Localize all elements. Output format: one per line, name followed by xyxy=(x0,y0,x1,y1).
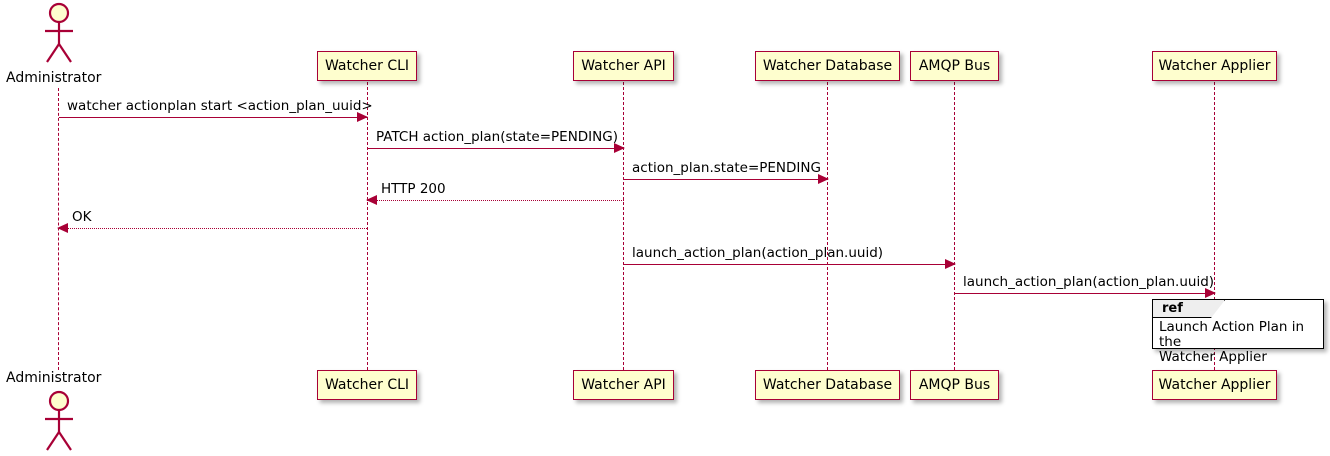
participant-amqp-bus-bottom[interactable]: AMQP Bus xyxy=(910,370,999,400)
participant-watcher-cli-bottom[interactable]: Watcher CLI xyxy=(317,370,417,400)
actor-stick-figure-icon xyxy=(45,2,73,63)
arrowhead-right-icon xyxy=(357,112,368,122)
ref-fragment-tab-label: ref xyxy=(1162,301,1183,316)
lifeline-amqp-bus xyxy=(954,82,955,370)
ref-fragment-body-line-2: Watcher Applier xyxy=(1159,349,1267,365)
message-label: OK xyxy=(72,208,92,225)
participant-watcher-api-bottom[interactable]: Watcher API xyxy=(573,370,674,400)
message-line xyxy=(624,264,955,265)
message-line xyxy=(624,179,828,180)
actor-label-administrator-bottom: Administrator xyxy=(6,370,102,386)
message-line xyxy=(58,228,367,229)
lifeline-watcher-applier xyxy=(1214,82,1215,370)
arrowhead-right-icon xyxy=(614,143,625,153)
participant-label: Watcher Applier xyxy=(1158,377,1271,393)
message-label: watcher actionplan start <action_plan_uu… xyxy=(67,97,373,114)
participant-watcher-applier-bottom[interactable]: Watcher Applier xyxy=(1152,370,1277,400)
lifeline-watcher-api xyxy=(623,82,624,370)
participant-label: Watcher CLI xyxy=(324,377,410,393)
message-label: PATCH action_plan(state=PENDING) xyxy=(376,128,618,145)
lifeline-watcher-cli xyxy=(367,82,368,370)
lifeline-watcher-database xyxy=(827,82,828,370)
participant-label: AMQP Bus xyxy=(918,58,991,74)
participant-amqp-bus-top[interactable]: AMQP Bus xyxy=(910,51,999,81)
participant-watcher-cli-top[interactable]: Watcher CLI xyxy=(317,51,417,81)
ref-fragment-body-line-1: Launch Action Plan in the xyxy=(1159,319,1305,350)
participant-label: Watcher Database xyxy=(762,377,893,393)
participant-label: Watcher Applier xyxy=(1158,58,1271,74)
actor-label-administrator-top: Administrator xyxy=(6,70,102,86)
ref-fragment-body: Launch Action Plan in the Watcher Applie… xyxy=(1159,320,1319,365)
arrowhead-right-icon xyxy=(945,259,956,269)
arrowhead-left-icon xyxy=(57,223,68,233)
participant-watcher-database-top[interactable]: Watcher Database xyxy=(755,51,900,81)
arrowhead-right-icon xyxy=(1205,288,1216,298)
actor-administrator-bottom xyxy=(34,390,84,456)
ref-fragment-tab: ref xyxy=(1153,300,1225,318)
message-label: launch_action_plan(action_plan.uuid) xyxy=(632,244,884,261)
message-label: HTTP 200 xyxy=(381,180,446,197)
actor-stick-figure-icon xyxy=(45,390,73,451)
message-line xyxy=(367,200,624,201)
participant-label: AMQP Bus xyxy=(918,377,991,393)
message-label: action_plan.state=PENDING xyxy=(632,159,821,176)
ref-fragment[interactable]: ref Launch Action Plan in the Watcher Ap… xyxy=(1152,299,1324,365)
participant-watcher-api-top[interactable]: Watcher API xyxy=(573,51,674,81)
message-line xyxy=(59,117,367,118)
participant-label: Watcher CLI xyxy=(324,58,410,74)
participant-label: Watcher API xyxy=(581,377,666,393)
participant-label: Watcher API xyxy=(581,58,666,74)
actor-administrator-top xyxy=(34,2,84,68)
message-line xyxy=(368,148,624,149)
arrowhead-left-icon xyxy=(366,195,377,205)
message-label: launch_action_plan(action_plan.uuid) xyxy=(963,273,1215,290)
participant-watcher-database-bottom[interactable]: Watcher Database xyxy=(755,370,900,400)
participant-watcher-applier-top[interactable]: Watcher Applier xyxy=(1152,51,1277,81)
message-line xyxy=(955,293,1215,294)
participant-label: Watcher Database xyxy=(762,58,893,74)
arrowhead-right-icon xyxy=(818,174,829,184)
